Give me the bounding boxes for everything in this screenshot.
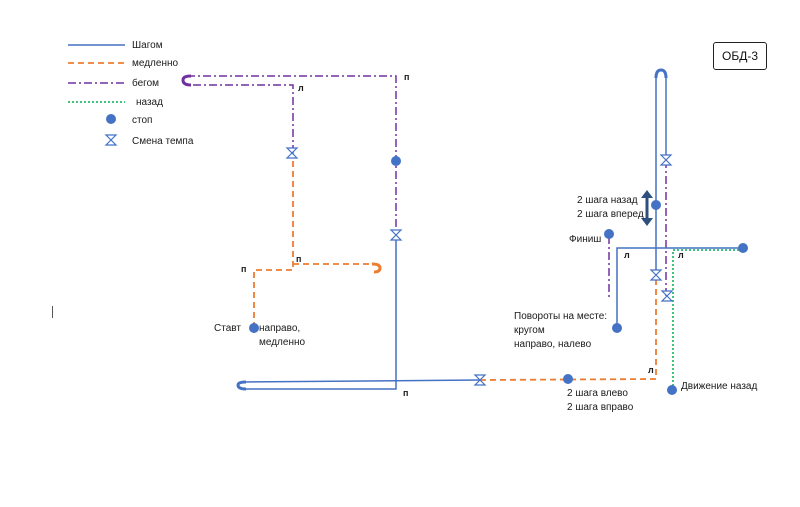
move-back-label: Движение назад: [681, 381, 757, 392]
legend-change-icon: [105, 134, 117, 146]
turn-mark-right: п: [296, 254, 301, 264]
diagram-title: ОБД-3: [713, 42, 767, 70]
tempo-change-icon: [661, 290, 673, 302]
steps-side-label-line2: 2 шага вправо: [567, 402, 634, 413]
legend: Шагом медленно бегом назад стоп Смена те…: [68, 40, 194, 147]
turns-label-line1: Повороты на месте:: [514, 311, 607, 322]
u-turn-arrow-orange: [371, 262, 382, 274]
stop-dot: [651, 200, 661, 210]
legend-label-change: Смена темпа: [132, 136, 194, 147]
turns-label-line2: кругом: [514, 325, 545, 336]
turns-label-line3: направо, налево: [514, 339, 592, 350]
path-walk-bottom: [236, 235, 481, 391]
path-slow-start: [253, 153, 382, 328]
legend-label-run: бегом: [132, 77, 159, 89]
tempo-change-icon: [650, 269, 662, 281]
tempo-change-icon: [390, 229, 402, 241]
start-note-line2: медленно: [259, 337, 305, 348]
stop-dot: [738, 243, 748, 253]
legend-stop-dot: [106, 114, 116, 124]
u-turn-arrow-blue-top: [654, 68, 668, 79]
start-note-line1: направо,: [259, 323, 300, 334]
turn-mark-right: п: [404, 72, 409, 82]
legend-label-back: назад: [136, 97, 163, 108]
steps-back-label-line2: 2 шага вперед: [577, 209, 644, 220]
stop-dot: [249, 323, 259, 333]
stop-dots: [249, 156, 748, 395]
turn-mark-left: л: [624, 250, 630, 260]
path-slow-bottom: [479, 275, 657, 381]
steps-side-label-line1: 2 шага влево: [567, 388, 628, 399]
path-back: [672, 249, 743, 390]
path-walk-right: [654, 68, 668, 275]
legend-label-stop: стоп: [132, 115, 152, 126]
stop-dot: [391, 156, 401, 166]
annotations: Ставт направо, медленно Повороты на мест…: [214, 195, 757, 413]
double-arrow-icon: [641, 190, 653, 226]
finish-label: Финиш: [569, 234, 601, 245]
u-turn-arrow-blue-bottom: [236, 380, 247, 391]
stop-dot: [667, 385, 677, 395]
turn-mark-left: л: [648, 365, 654, 375]
tempo-change-markers: [286, 147, 673, 386]
text-cursor: [52, 306, 53, 318]
u-turn-arrow-purple: [181, 74, 192, 87]
legend-label-walk: Шагом: [132, 40, 163, 51]
tempo-change-icon: [286, 147, 298, 159]
path-walk-finish: [616, 247, 743, 328]
turn-mark-left: л: [678, 250, 684, 260]
turn-mark-right: п: [241, 264, 246, 274]
path-run-top: [181, 74, 397, 235]
start-label: Ставт: [214, 323, 241, 334]
steps-back-label-line1: 2 шага назад: [577, 195, 638, 206]
stop-dot: [612, 323, 622, 333]
turn-marks: п л п п п л л л: [241, 72, 684, 398]
turn-mark-left: л: [298, 83, 304, 93]
stop-dot: [604, 229, 614, 239]
stop-dot: [563, 374, 573, 384]
turn-mark-right: п: [403, 388, 408, 398]
legend-label-slow: медленно: [132, 58, 178, 69]
tempo-change-icon: [660, 154, 672, 166]
